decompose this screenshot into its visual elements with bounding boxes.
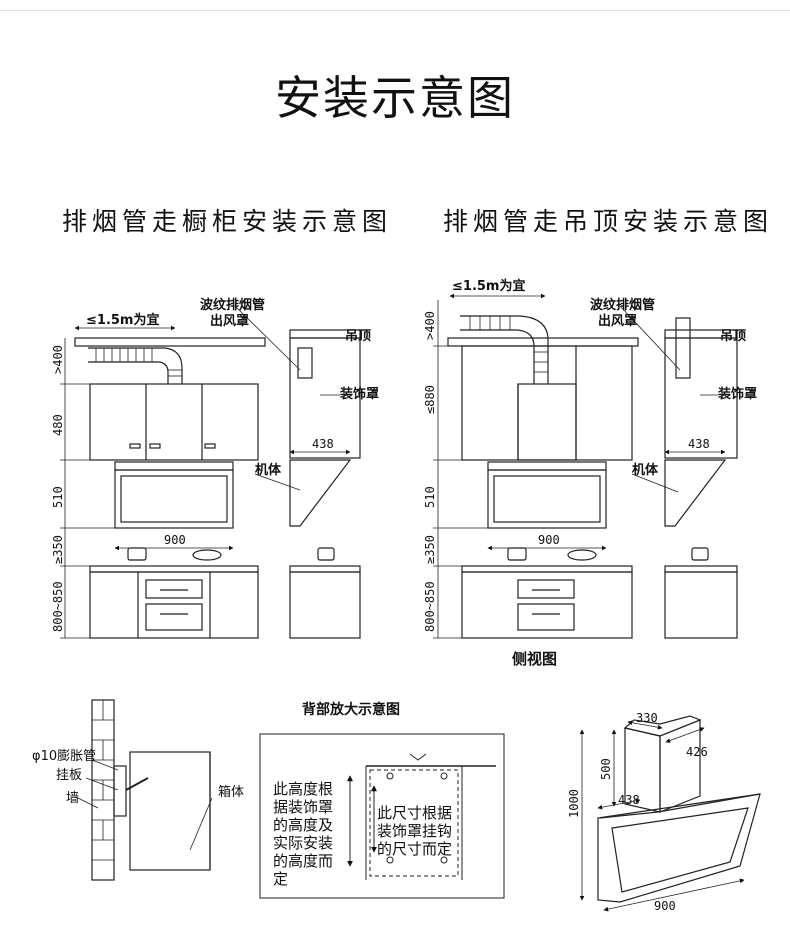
hood-panel: [114, 469, 234, 529]
subtitle-cabinet-route: 排烟管走橱柜安装示意图: [62, 207, 393, 236]
note-line: 此尺寸根据: [377, 804, 452, 822]
subtitle-ceiling-route: 排烟管走吊顶安装示意图: [443, 207, 774, 236]
note-line: 定: [273, 870, 288, 888]
note-line: 的高度而: [273, 852, 333, 870]
note-line: 装饰罩挂钩: [377, 822, 452, 840]
back-detail-box: [259, 733, 505, 899]
body-label-2: 机体: [632, 462, 659, 478]
plate-label: 挂板: [56, 768, 82, 783]
note-line: 此高度根: [273, 780, 333, 798]
cabinet-dim-2: ≤880: [423, 385, 437, 414]
side-hood: [289, 459, 352, 527]
back-detail-title: 背部放大示意图: [302, 701, 400, 718]
cover-label: 装饰罩: [339, 386, 379, 402]
hanging-plate: [113, 765, 127, 817]
lower-cabinet: [89, 571, 259, 639]
page-title: 安装示意图: [275, 71, 515, 125]
iso-width: 900: [654, 899, 676, 913]
upper-cabinet: [89, 383, 259, 461]
duct-label: 波纹排烟管: [200, 297, 265, 313]
side-view-label: 侧视图: [512, 650, 557, 668]
iso-depth: 438: [618, 793, 640, 807]
note-line: 据装饰罩: [273, 798, 333, 816]
back-detail-right-note: 此尺寸根据 装饰罩挂钩 的尺寸而定: [377, 804, 452, 858]
iso-cover-height: 500: [599, 758, 613, 780]
note-line: 的尺寸而定: [377, 840, 452, 858]
ceiling-route-diagram: [433, 293, 738, 639]
cabinet-route-diagram: [60, 305, 361, 639]
tube-label: φ10膨胀管: [32, 749, 96, 764]
iso-total-height: 1000: [567, 789, 581, 818]
counter-dim-2: 800~850: [423, 581, 437, 632]
depth-dim: 438: [312, 437, 334, 451]
hood-dim: 510: [51, 486, 65, 508]
depth-dim-2: 438: [688, 437, 710, 451]
gap-dim-2: ≥350: [423, 535, 437, 564]
iso-top-depth: 426: [686, 745, 708, 759]
outlet-label: 出风罩: [210, 313, 249, 329]
ceiling-label-2: 吊顶: [720, 329, 746, 344]
note-line: 的高度及: [273, 816, 333, 834]
cabinet-dim: 480: [51, 414, 65, 436]
top-dim-2: >400: [423, 311, 437, 340]
box-body: [129, 751, 211, 871]
isometric-view: [579, 715, 761, 912]
body-label: 机体: [255, 462, 282, 478]
tall-cabinet: [461, 345, 633, 461]
counter-dim: 800~850: [51, 581, 65, 632]
top-divider: [0, 10, 790, 11]
corrugated-duct: [88, 347, 183, 384]
pot: [127, 547, 147, 561]
gap-dim: ≥350: [51, 535, 65, 564]
duct-label-2: 波纹排烟管: [590, 297, 655, 313]
hood-top: [114, 461, 234, 471]
wall-label: 墙: [66, 791, 79, 806]
duct-length-label: ≤1.5m为宜: [86, 312, 159, 328]
hood-dim-2: 510: [423, 486, 437, 508]
ceiling-label: 吊顶: [345, 329, 371, 344]
wok: [192, 549, 222, 561]
wall-mount-detail: [75, 699, 213, 881]
vertical-duct: [460, 315, 549, 384]
top-dim: >400: [51, 345, 65, 374]
box-label: 箱体: [218, 784, 244, 800]
iso-top-width: 330: [636, 711, 658, 725]
duct-length-label-2: ≤1.5m为宜: [452, 278, 525, 294]
cover-label-2: 装饰罩: [717, 386, 757, 402]
width-dim: 900: [164, 533, 186, 547]
ceiling-beam: [74, 337, 266, 347]
note-line: 实际安装: [273, 834, 333, 852]
width-dim-2: 900: [538, 533, 560, 547]
countertop: [89, 565, 259, 573]
back-detail-left-note: 此高度根 据装饰罩 的高度及 实际安装 的高度而 定: [273, 780, 333, 888]
outlet-label-2: 出风罩: [598, 313, 637, 329]
